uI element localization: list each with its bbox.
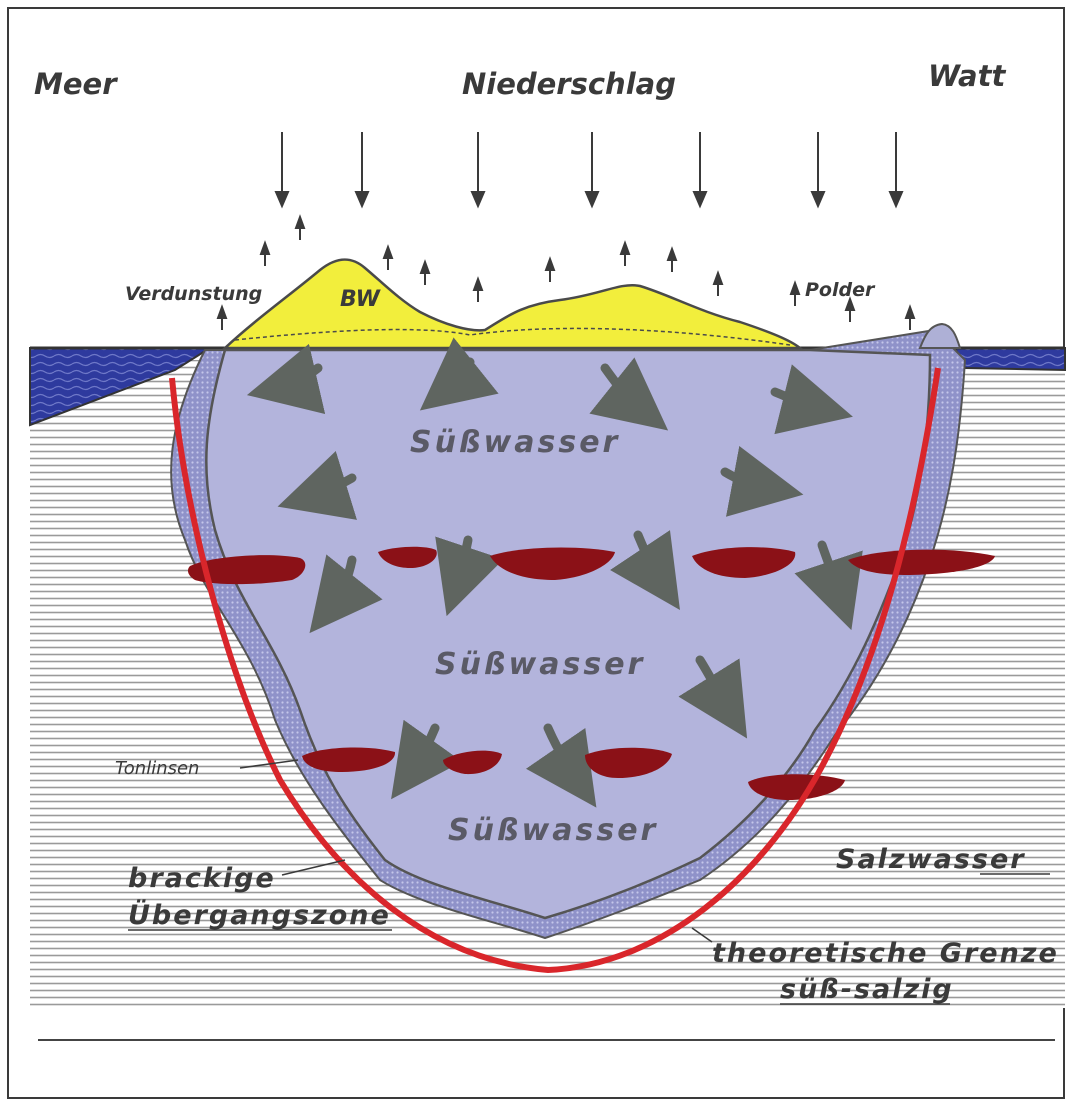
- label-watt: Watt: [928, 59, 1006, 93]
- label-polder: Polder: [805, 279, 876, 301]
- watt-right: [955, 348, 1065, 370]
- label-suesswasser-upper: Süßwasser: [410, 425, 620, 460]
- label-brackige: brackige: [128, 863, 276, 894]
- label-uebergangszone: Übergangszone: [128, 898, 391, 931]
- label-tonlinsen: Tonlinsen: [115, 758, 199, 779]
- label-suess-salzig: süß-salzig: [780, 974, 954, 1005]
- label-bw: BW: [340, 287, 382, 312]
- label-suesswasser-lower: Süßwasser: [448, 813, 658, 848]
- label-salzwasser: Salzwasser: [836, 844, 1026, 875]
- label-meer: Meer: [34, 67, 118, 101]
- label-niederschlag: Niederschlag: [462, 67, 676, 101]
- label-verdunstung: Verdunstung: [125, 283, 262, 305]
- label-theoretische-grenze: theoretische Grenze: [712, 938, 1059, 969]
- label-suesswasser-middle: Süßwasser: [435, 647, 645, 682]
